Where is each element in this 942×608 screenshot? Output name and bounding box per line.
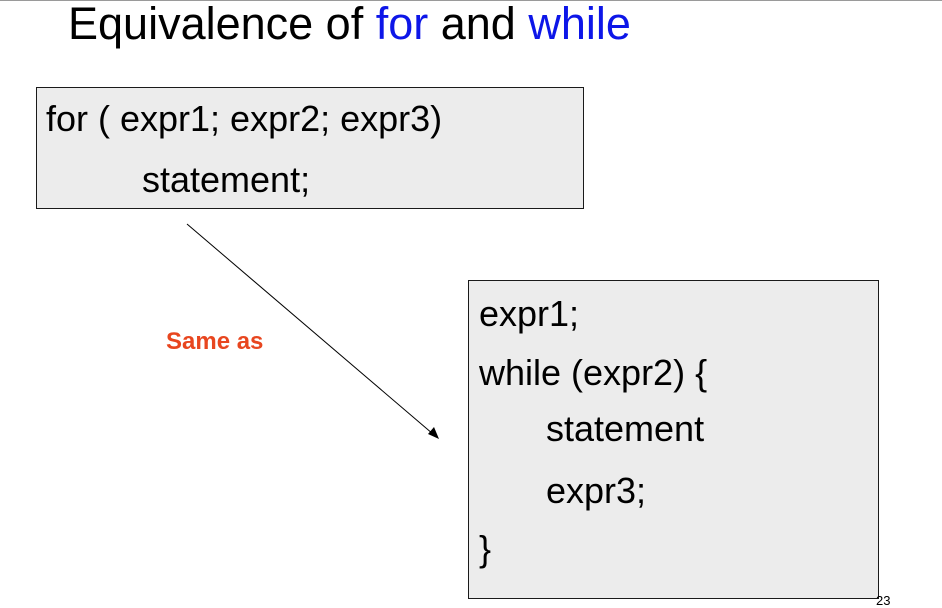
for-statement-line: statement; [142,159,311,200]
title-keyword-while: while [528,0,631,49]
while-init-line: expr1; [479,293,580,334]
while-closing-brace: } [479,528,492,569]
slide-top-rule [0,0,942,1]
title-prefix: Equivalence of [68,0,376,49]
arrow-shaft [186,223,434,435]
while-header-line: while (expr2) { [479,352,708,393]
for-header-line: for ( expr1; expr2; expr3) [46,98,443,139]
while-increment-line: expr3; [546,470,647,511]
page-number: 23 [876,593,891,608]
slide-title: Equivalence of for and while [68,0,631,52]
while-loop-code-box: expr1; while (expr2) { statement expr3; … [468,280,879,599]
arrow-head [428,427,439,439]
title-middle: and [428,0,529,49]
for-loop-code-box: for ( expr1; expr2; expr3) statement; [36,87,584,209]
title-keyword-for: for [375,0,429,49]
while-statement-line: statement [546,408,705,449]
same-as-label: Same as [166,328,264,355]
